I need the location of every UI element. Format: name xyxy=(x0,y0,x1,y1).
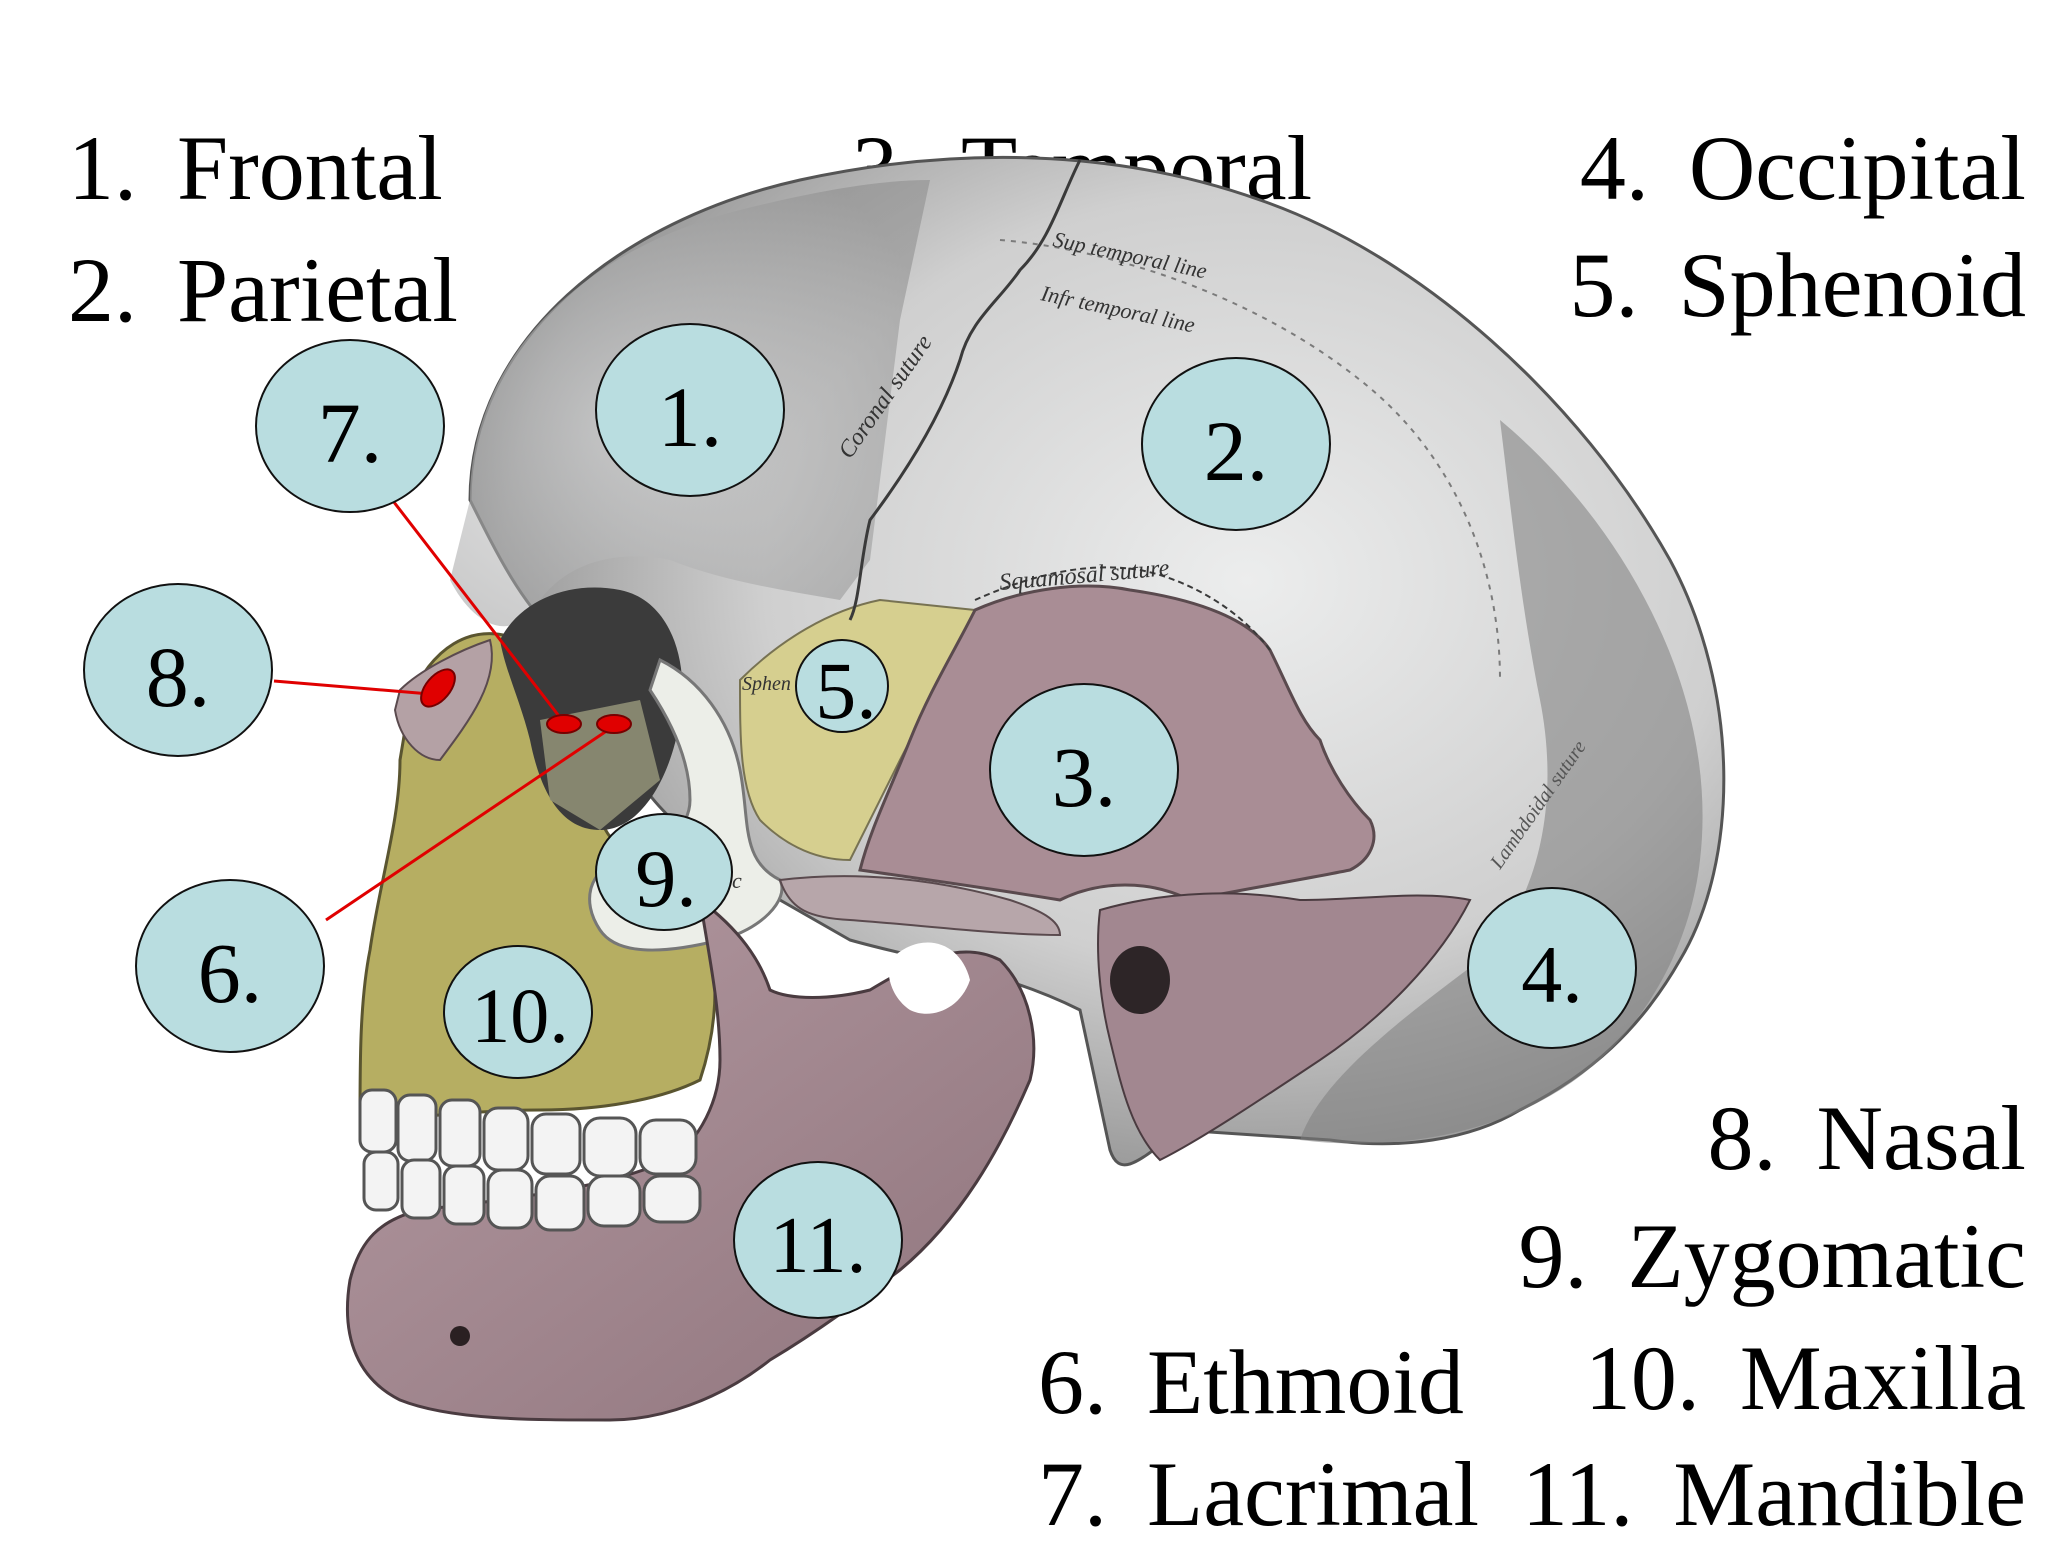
marker-3: 3. xyxy=(989,683,1179,857)
legend-number: 8. xyxy=(1707,1087,1777,1189)
marker-circle xyxy=(595,813,733,931)
tooth-shape xyxy=(362,1150,400,1212)
legend-number: 7. xyxy=(1038,1443,1107,1545)
marker-circle xyxy=(83,583,273,757)
legend-name: Nasal xyxy=(1816,1087,2026,1189)
legend-name: Maxilla xyxy=(1739,1327,2026,1429)
marker-circle xyxy=(135,879,325,1053)
legend-name: Zygomatic xyxy=(1627,1205,2026,1307)
legend-item-parietal: 2.Parietal xyxy=(22,152,458,336)
marker-label: 4. xyxy=(1521,929,1583,1020)
legend-name: Occipital xyxy=(1688,117,2026,219)
leader-line-lacrimal xyxy=(388,496,564,721)
tooth-shape xyxy=(530,1112,582,1176)
legend-item-mandible: 11.Mandible xyxy=(1476,1356,2026,1540)
marker-label: 6. xyxy=(198,925,263,1021)
ear-canal-shape xyxy=(1110,946,1170,1014)
marker-4: 4. xyxy=(1467,887,1637,1049)
legend-item-maxilla: 10.Maxilla xyxy=(1539,1240,2026,1424)
legend-name: Sphenoid xyxy=(1678,234,2026,336)
marker-circle xyxy=(1141,357,1331,531)
legend-name: Frontal xyxy=(177,117,443,219)
marker-2: 2. xyxy=(1141,357,1331,531)
legend-name: Parietal xyxy=(177,239,458,341)
tooth-shape xyxy=(438,1098,482,1168)
mental-foramen-shape xyxy=(450,1326,470,1346)
marker-label: 11. xyxy=(769,1202,866,1290)
tooth-shape xyxy=(642,1174,702,1224)
legend-number: 10. xyxy=(1584,1327,1700,1429)
marker-circle xyxy=(443,945,593,1079)
marker-8: 8. xyxy=(83,583,273,757)
marker-label: 5. xyxy=(815,645,877,736)
mandibular-notch-shape xyxy=(888,942,970,1014)
marker-9: 9. xyxy=(595,813,733,931)
marker-label: 1. xyxy=(658,369,723,465)
zygomatic-abbrev-label: c xyxy=(732,868,742,893)
marker-label: 3. xyxy=(1052,729,1117,825)
marker-circle xyxy=(1467,887,1637,1049)
leader-line-nasal xyxy=(273,679,431,696)
tooth-shape xyxy=(486,1168,534,1230)
marker-circle xyxy=(795,639,889,733)
legend-number: 5. xyxy=(1569,234,1639,336)
marker-circle xyxy=(255,339,445,513)
legend-name: Lacrimal xyxy=(1147,1443,1480,1545)
legend-number: 1. xyxy=(68,117,137,219)
mastoid-shape xyxy=(1097,892,1472,1162)
marker-5: 5. xyxy=(795,639,889,736)
leader-line-ethmoid xyxy=(325,728,609,922)
legend-item-ethmoid: 6.Ethmoid xyxy=(992,1244,1464,1428)
legend-item-nasal: 8.Nasal xyxy=(1662,1000,2026,1184)
legend-name: Ethmoid xyxy=(1147,1331,1464,1433)
zygomatic-arch-shape xyxy=(778,875,1062,937)
legend-number: 2. xyxy=(68,239,137,341)
ethmoid-target-dot xyxy=(596,714,632,734)
temporal-line xyxy=(999,239,1501,681)
marker-label: 9. xyxy=(635,833,697,924)
legend-item-zygomatic: 9.Zygomatic xyxy=(1472,1118,2026,1302)
marker-7: 7. xyxy=(255,339,445,513)
marker-6: 6. xyxy=(135,879,325,1053)
legend-number: 9. xyxy=(1518,1205,1588,1307)
teeth-group xyxy=(358,1088,702,1232)
legend-number: 11. xyxy=(1521,1443,1634,1545)
nasal-target-dot xyxy=(420,668,456,708)
marker-circle xyxy=(989,683,1179,857)
marker-10: 10. xyxy=(443,945,593,1079)
marker-label: 10. xyxy=(471,972,569,1059)
legend-number: 4. xyxy=(1579,117,1649,219)
coronal-suture-line xyxy=(848,159,1082,621)
legend-name: Mandible xyxy=(1673,1443,2026,1545)
tooth-shape xyxy=(586,1174,642,1228)
lacrimal-target-dot xyxy=(546,714,582,734)
marker-label: 2. xyxy=(1204,403,1269,499)
marker-circle xyxy=(733,1161,903,1319)
tooth-shape xyxy=(358,1088,398,1154)
legend-item-frontal: 1.Frontal xyxy=(22,30,443,214)
marker-label: 8. xyxy=(146,629,211,725)
tooth-shape xyxy=(534,1174,586,1232)
tooth-shape xyxy=(396,1093,438,1163)
tooth-shape xyxy=(482,1106,530,1172)
legend-item-sphenoid: 5.Sphenoid xyxy=(1523,147,2026,331)
sphenoid-abbrev-label: Sphen xyxy=(742,673,791,695)
marker-11: 11. xyxy=(733,1161,903,1319)
legend-item-occipital: 4.Occipital xyxy=(1534,30,2026,214)
tooth-shape xyxy=(400,1158,442,1220)
marker-label: 7. xyxy=(318,385,383,481)
legend-item-lacrimal: 7.Lacrimal xyxy=(992,1356,1479,1540)
marker-circle xyxy=(595,323,785,497)
marker-1: 1. xyxy=(595,323,785,497)
tooth-shape xyxy=(442,1164,486,1226)
tooth-shape xyxy=(638,1118,698,1176)
legend-number: 6. xyxy=(1038,1331,1107,1433)
tooth-shape xyxy=(582,1116,638,1178)
